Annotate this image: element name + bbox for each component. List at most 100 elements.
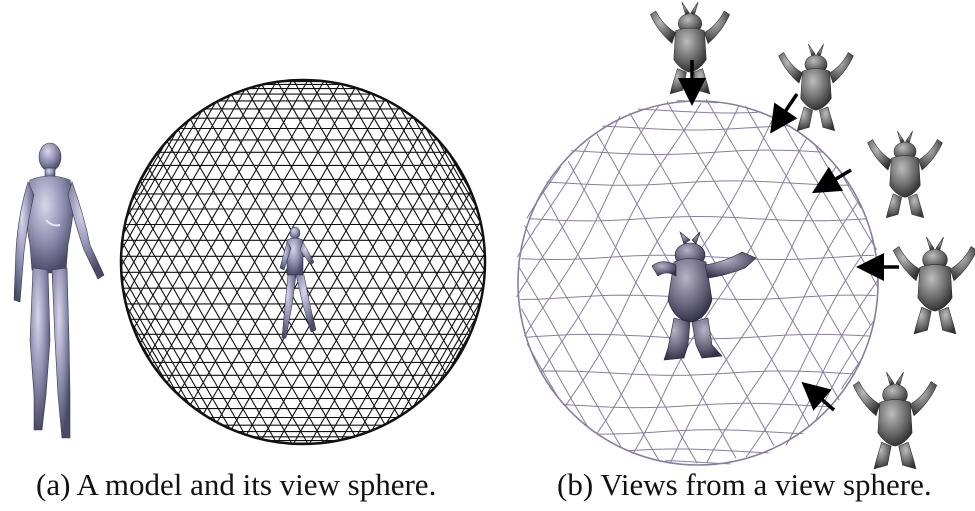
mesh-edge [637,108,758,114]
mesh-edge [665,460,731,465]
center-armadillo [651,231,757,361]
view-arrows [678,60,899,412]
mesh-edge [564,105,740,407]
mesh-edge [133,81,277,329]
mesh-edge [293,79,457,362]
mesh-edge [309,176,465,445]
mesh-edge [518,266,622,448]
mesh-edge [125,305,178,394]
mesh-edge [340,83,477,319]
mesh-edge [230,116,413,430]
panel-b [516,1,975,470]
mesh-edge [277,81,447,375]
mesh-edge [571,149,824,156]
armadillo-icon [650,1,730,95]
mesh-edge [516,139,591,258]
mesh-edge [412,284,484,407]
mesh-edge [121,95,231,283]
mesh-edge [840,356,864,390]
mesh-edge [399,107,486,256]
mesh-edge [324,190,472,443]
armadillo-icon [778,43,854,132]
mesh-edge [136,154,157,189]
mesh-edge [177,87,356,395]
mesh-edge [456,163,465,179]
mesh-edge [216,107,400,423]
mesh-edge [122,289,190,405]
mesh-edge [124,89,246,299]
mesh-edge [340,205,477,441]
arrow-icon [801,381,836,412]
mesh-edge [539,370,856,376]
mesh-edge [745,238,874,458]
mesh-edge [446,150,472,193]
center-human-figure [279,226,317,339]
mesh-edge [516,115,621,298]
mesh-edge [324,81,472,334]
mesh-edge [356,87,481,303]
mesh-edge [425,127,482,224]
armadillo-icon [852,371,938,470]
mesh-edge [120,273,203,414]
mesh-edge [436,138,478,208]
mesh-edge [399,268,486,417]
mesh-edge [309,79,465,348]
human-figure-icon [13,142,105,439]
caption-b: (b) Views from a view sphere. [557,467,932,502]
mesh-edge [524,104,660,337]
mesh-edge [133,195,277,443]
mesh-edge [121,241,231,429]
mesh-edge [785,278,880,446]
mesh-edge [706,200,860,464]
mesh-edge [245,126,425,436]
mesh-edge [446,331,472,374]
mesh-edge [436,316,478,386]
arrow-icon [811,166,852,194]
mesh-edge [120,102,217,267]
mesh-edge [602,125,791,131]
mesh-edge [261,84,437,387]
mesh-edge [632,137,808,455]
mesh-edge [371,237,484,431]
mesh-edge [425,300,482,397]
mesh-edge [189,118,371,432]
armadillo-icon [892,236,975,335]
mesh-edge [412,117,484,240]
mesh-edge [147,166,309,445]
mesh-edge [130,320,167,383]
mesh-edge [156,153,325,444]
mesh-edge [189,92,371,406]
mesh-edge [120,257,217,422]
mesh-edge [563,402,833,409]
arrow-icon [770,93,799,134]
mesh-edge [540,102,702,374]
mesh-edge [143,349,148,357]
mesh-edge [293,162,457,445]
mesh-edge [136,335,157,370]
mesh-edge [166,83,341,384]
mesh-edge [669,166,837,464]
mesh-edge [371,93,484,287]
mesh-edge [127,84,261,314]
mesh-edge [628,448,769,454]
mesh-edge [230,94,413,408]
mesh-edge [814,143,877,251]
mesh-edge [130,141,167,204]
panel-a [13,78,487,446]
mesh-edge [277,149,447,443]
mesh-edge [521,308,589,427]
mesh-edge [147,79,309,358]
mesh-edge [166,140,341,441]
mesh-edge [385,252,486,425]
mesh-edge [177,129,356,437]
mesh-edge [156,80,325,371]
mesh-edge [526,166,562,219]
mesh-edge [705,98,860,366]
mesh-edge [125,130,178,219]
mesh-edge [120,110,203,251]
mesh-edge [127,210,261,440]
caption-a: (a) A model and its view sphere. [36,467,437,502]
mesh-edge [542,191,698,464]
armadillo-icon [867,130,943,219]
